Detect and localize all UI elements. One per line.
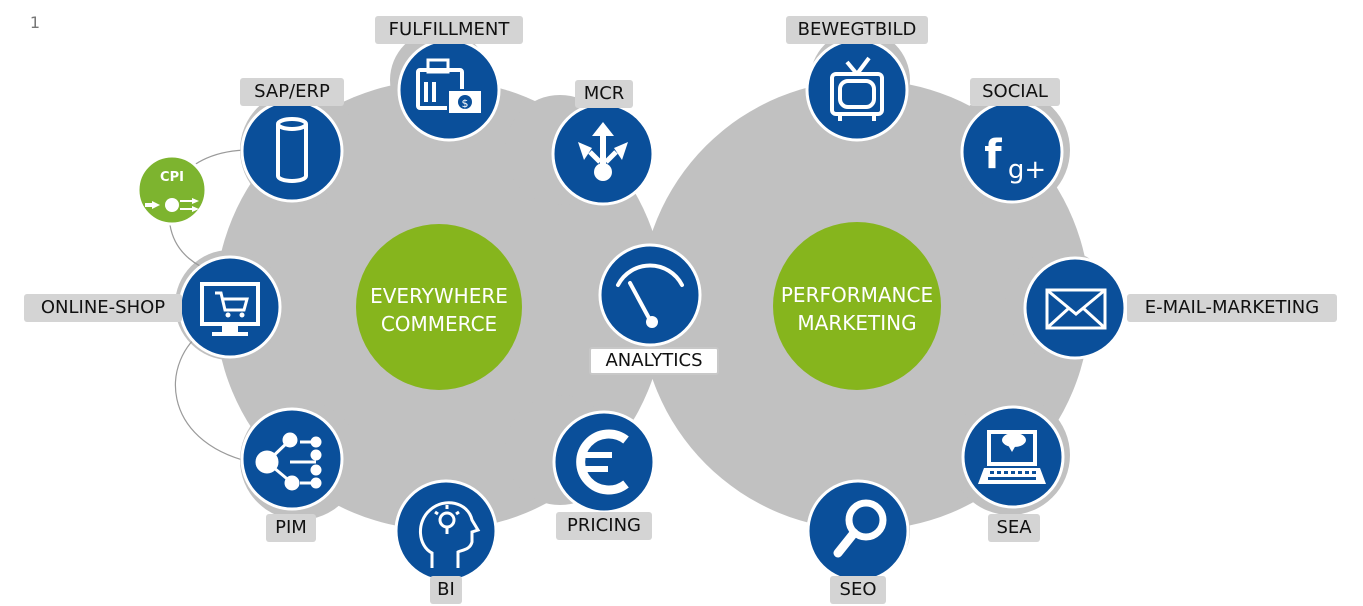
tree-network-icon — [255, 432, 322, 491]
cpi-label: CPI — [160, 170, 184, 185]
node-sea[interactable] — [961, 405, 1065, 509]
cpi-gear-arrows-icon — [145, 198, 199, 212]
label-social: SOCIAL — [970, 78, 1060, 106]
database-cylinder-icon — [276, 117, 308, 183]
node-online-shop[interactable] — [178, 255, 282, 359]
hub-right-line1: PERFORMANCE — [781, 283, 933, 307]
svg-text:$: $ — [462, 97, 469, 110]
magnifier-icon — [833, 499, 887, 558]
label-pricing: PRICING — [556, 512, 652, 540]
node-bewegtbild[interactable] — [805, 38, 909, 142]
hub-right-line2: MARKETING — [797, 311, 916, 335]
label-seo: SEO — [830, 576, 886, 604]
monitor-cart-icon — [200, 282, 260, 336]
multichannel-arrows-icon — [578, 122, 628, 181]
hub-performance-marketing — [773, 222, 941, 390]
node-seo[interactable] — [806, 479, 910, 583]
euro-icon — [576, 429, 629, 495]
label-fulfillment: FULFILLMENT — [375, 16, 523, 44]
analytics-node[interactable] — [598, 243, 702, 347]
label-sea: SEA — [988, 514, 1040, 542]
label-email-marketing: E-MAIL-MARKETING — [1127, 294, 1337, 322]
label-bi: BI — [430, 576, 462, 604]
label-bewegtbild: BEWEGTBILD — [786, 16, 928, 44]
figure-number: 1 — [29, 13, 41, 32]
node-bi[interactable] — [394, 479, 498, 583]
node-sap-erp[interactable] — [240, 99, 344, 203]
laptop-chat-icon — [978, 430, 1046, 484]
node-mcr[interactable] — [551, 102, 655, 206]
node-cpi[interactable]: CPI — [136, 154, 208, 226]
node-pim[interactable] — [240, 407, 344, 511]
facebook-glyph: f — [984, 132, 1002, 178]
label-analytics: ANALYTICS — [589, 347, 719, 375]
gauge-icon — [616, 263, 684, 328]
googleplus-glyph: g+ — [1008, 155, 1046, 185]
shopping-basket-money-icon: $ — [416, 58, 483, 115]
envelope-icon — [1045, 288, 1107, 330]
hub-everywhere-commerce — [356, 224, 522, 390]
hub-left-line1: EVERYWHERE — [370, 284, 508, 308]
node-email-marketing[interactable] — [1023, 256, 1127, 360]
node-social[interactable]: f g+ — [960, 100, 1064, 204]
label-mcr: MCR — [575, 80, 633, 108]
label-sap-erp: SAP/ERP — [240, 78, 344, 106]
facebook-googleplus-icon: f g+ — [984, 132, 1046, 185]
hub-left-line2: COMMERCE — [381, 312, 497, 336]
tv-icon — [830, 56, 884, 121]
node-pricing[interactable] — [552, 410, 656, 514]
label-online-shop: ONLINE-SHOP — [24, 294, 182, 322]
node-fulfillment[interactable]: $ — [397, 38, 501, 142]
label-pim: PIM — [266, 514, 316, 542]
head-lightbulb-icon — [419, 501, 481, 568]
